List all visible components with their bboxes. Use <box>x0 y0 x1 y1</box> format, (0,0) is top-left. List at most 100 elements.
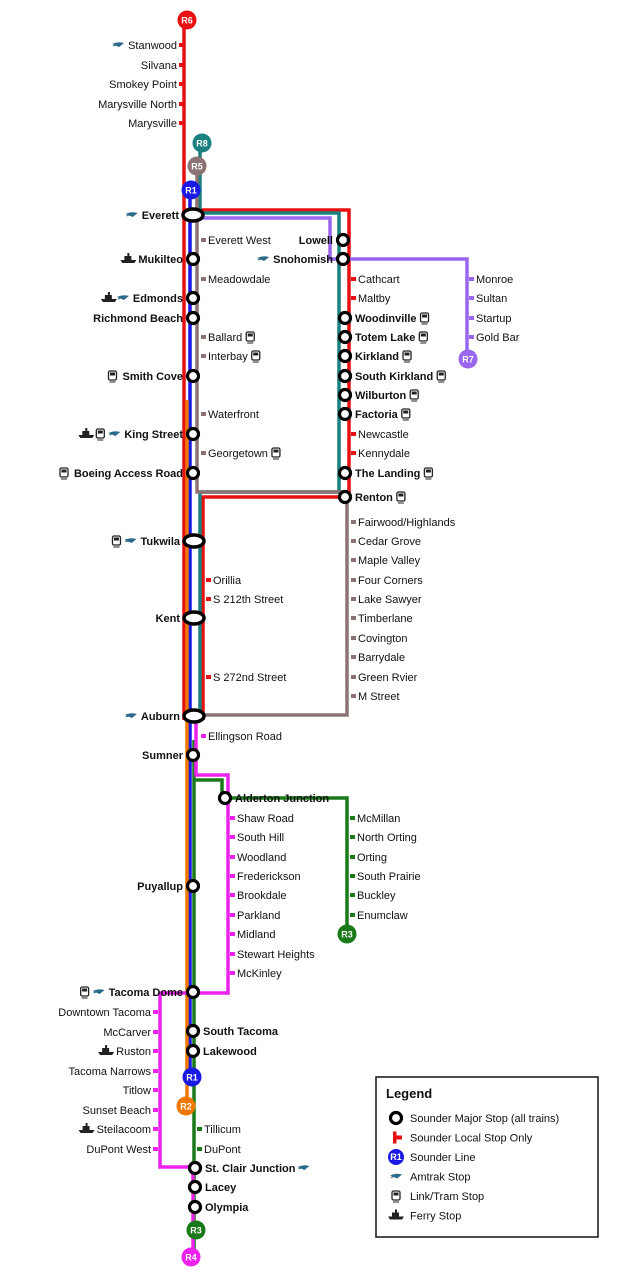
station-everett[interactable]: Everett <box>125 207 205 223</box>
station-sunset-beach[interactable]: Sunset Beach <box>83 1105 159 1117</box>
station-wilburton[interactable]: Wilburton <box>337 387 419 403</box>
station-parkland[interactable]: Parkland <box>230 910 280 922</box>
station-south-tacoma[interactable]: South Tacoma <box>185 1023 279 1039</box>
station-four-corners[interactable]: Four Corners <box>351 575 423 587</box>
station-lowell[interactable]: Lowell <box>299 232 351 248</box>
amtrak-icon <box>116 295 129 300</box>
station-factoria[interactable]: Factoria <box>337 406 411 422</box>
station-startup[interactable]: Startup <box>469 313 511 325</box>
station-alderton-junction[interactable]: Alderton Junction <box>217 790 330 806</box>
station-stanwood[interactable]: Stanwood <box>112 40 184 52</box>
station-titlow[interactable]: Titlow <box>123 1085 158 1097</box>
station-m-street[interactable]: M Street <box>351 691 400 703</box>
station-everett-west[interactable]: Everett West <box>201 235 271 247</box>
station-s-272nd[interactable]: S 272nd Street <box>206 672 286 684</box>
station-kennydale[interactable]: Kennydale <box>351 448 410 460</box>
station-south-kirkland[interactable]: South Kirkland <box>337 368 446 384</box>
station-buckley[interactable]: Buckley <box>350 890 396 902</box>
station-woodinville[interactable]: Woodinville <box>337 310 430 326</box>
station-dupont-west[interactable]: DuPont West <box>86 1144 158 1156</box>
station-south-prairie[interactable]: South Prairie <box>350 871 421 883</box>
station-tukwila[interactable]: Tukwila <box>111 533 206 549</box>
station-tacoma-dome[interactable]: Tacoma Dome <box>79 984 201 1000</box>
station-newcastle[interactable]: Newcastle <box>351 429 409 441</box>
station-ellingson-road[interactable]: Ellingson Road <box>201 731 282 743</box>
station-barrydale[interactable]: Barrydale <box>351 652 405 664</box>
station-sumner[interactable]: Sumner <box>142 747 201 763</box>
station-green-rvier[interactable]: Green Rvier <box>351 672 418 684</box>
station-mukilteo[interactable]: Mukilteo <box>120 251 201 267</box>
station-marysville-north[interactable]: Marysville North <box>98 99 184 111</box>
station-interbay[interactable]: Interbay <box>201 350 261 363</box>
station-maple-valley[interactable]: Maple Valley <box>351 555 421 567</box>
station-s-212th[interactable]: S 212th Street <box>206 594 283 606</box>
station-dupont[interactable]: DuPont <box>197 1144 241 1156</box>
station-monroe[interactable]: Monroe <box>469 274 513 286</box>
station-ruston[interactable]: Ruston <box>98 1045 158 1058</box>
station-smith-cove[interactable]: Smith Cove <box>107 368 201 384</box>
station-fairwood[interactable]: Fairwood/Highlands <box>351 517 456 529</box>
station-the-landing[interactable]: The Landing <box>337 465 434 481</box>
station-georgetown[interactable]: Georgetown <box>201 447 281 460</box>
station-label: Lake Sawyer <box>358 594 422 606</box>
station-orillia[interactable]: Orillia <box>206 575 242 587</box>
station-brookdale[interactable]: Brookdale <box>230 890 287 902</box>
station-puyallup[interactable]: Puyallup <box>137 878 201 894</box>
station-marysville[interactable]: Marysville <box>128 118 184 130</box>
station-sultan[interactable]: Sultan <box>469 293 507 305</box>
major-stop-marker <box>185 251 201 267</box>
badge-label: R2 <box>180 1102 192 1112</box>
station-boeing-access-road[interactable]: Boeing Access Road <box>59 465 201 481</box>
station-frederickson[interactable]: Frederickson <box>230 871 301 883</box>
station-maltby[interactable]: Maltby <box>351 293 391 305</box>
station-gold-bar[interactable]: Gold Bar <box>469 332 520 344</box>
station-kirkland[interactable]: Kirkland <box>337 348 412 364</box>
station-enumclaw[interactable]: Enumclaw <box>350 910 408 922</box>
station-meadowdale[interactable]: Meadowdale <box>201 274 270 286</box>
station-downtown-tacoma[interactable]: Downtown Tacoma <box>58 1007 158 1019</box>
local-stop-tick <box>230 816 235 820</box>
station-woodland[interactable]: Woodland <box>230 852 286 864</box>
station-king-street[interactable]: King Street <box>78 426 201 442</box>
station-waterfront[interactable]: Waterfront <box>201 409 259 421</box>
station-cathcart[interactable]: Cathcart <box>351 274 400 286</box>
station-ballard[interactable]: Ballard <box>201 331 255 344</box>
station-tillicum[interactable]: Tillicum <box>197 1124 241 1136</box>
station-st-clair-junction[interactable]: St. Clair Junction <box>187 1160 310 1176</box>
line-badge-r3-bottom: R3 <box>186 1220 206 1240</box>
station-kent[interactable]: Kent <box>156 610 206 626</box>
local-stop-tick <box>153 1108 158 1112</box>
station-steilacoom[interactable]: Steilacoom <box>78 1123 158 1136</box>
station-edmonds[interactable]: Edmonds <box>100 290 201 306</box>
station-mckinley[interactable]: McKinley <box>230 968 282 980</box>
station-lacey[interactable]: Lacey <box>187 1179 238 1195</box>
station-orting[interactable]: Orting <box>350 852 387 864</box>
station-cedar-grove[interactable]: Cedar Grove <box>351 536 421 548</box>
station-shaw-road[interactable]: Shaw Road <box>230 813 294 825</box>
station-lakewood[interactable]: Lakewood <box>185 1043 257 1059</box>
station-renton[interactable]: Renton <box>337 489 406 505</box>
ferry-icon <box>78 428 95 438</box>
station-totem-lake[interactable]: Totem Lake <box>337 329 428 345</box>
local-stop-tick <box>350 913 355 917</box>
major-stop-marker <box>388 1110 404 1126</box>
station-lake-sawyer[interactable]: Lake Sawyer <box>351 594 422 606</box>
station-midland[interactable]: Midland <box>230 929 276 941</box>
station-snohomish[interactable]: Snohomish <box>257 251 351 267</box>
station-label: DuPont <box>204 1144 241 1156</box>
amtrak-icon <box>297 1165 310 1170</box>
station-richmond-beach[interactable]: Richmond Beach <box>93 310 201 326</box>
station-olympia[interactable]: Olympia <box>187 1199 250 1215</box>
station-silvana[interactable]: Silvana <box>141 60 184 72</box>
station-mccarver[interactable]: McCarver <box>103 1027 158 1039</box>
station-north-orting[interactable]: North Orting <box>350 832 417 844</box>
station-mcmillan[interactable]: McMillan <box>350 813 400 825</box>
station-tacoma-narrows[interactable]: Tacoma Narrows <box>68 1066 158 1078</box>
legend-item-link: Link/Tram Stop <box>391 1190 484 1203</box>
station-covington[interactable]: Covington <box>351 633 408 645</box>
station-smokey-point[interactable]: Smokey Point <box>109 79 184 91</box>
station-south-hill[interactable]: South Hill <box>230 832 284 844</box>
station-timberlane[interactable]: Timberlane <box>351 613 413 625</box>
station-stewart-heights[interactable]: Stewart Heights <box>230 949 315 961</box>
station-auburn[interactable]: Auburn <box>124 708 206 724</box>
